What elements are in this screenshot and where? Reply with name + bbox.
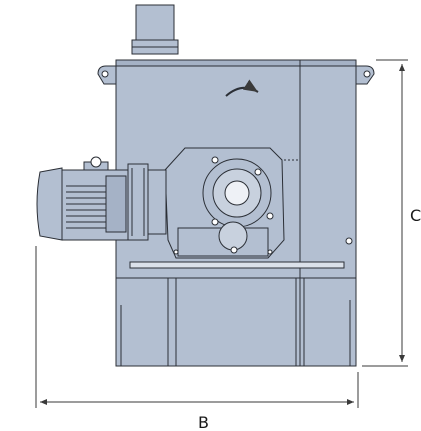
gearbox [164, 147, 285, 259]
mounting-lug-left [97, 65, 117, 85]
height-label: C [410, 206, 421, 225]
mounting-lug-right [354, 65, 375, 85]
width-label: B [198, 413, 209, 431]
electric-motor [36, 156, 129, 241]
chimney [131, 4, 179, 55]
dimension-height [362, 59, 408, 367]
dimension-width [35, 246, 359, 408]
coupling-flange [127, 163, 167, 241]
rotation-arrow-icon [225, 79, 259, 97]
